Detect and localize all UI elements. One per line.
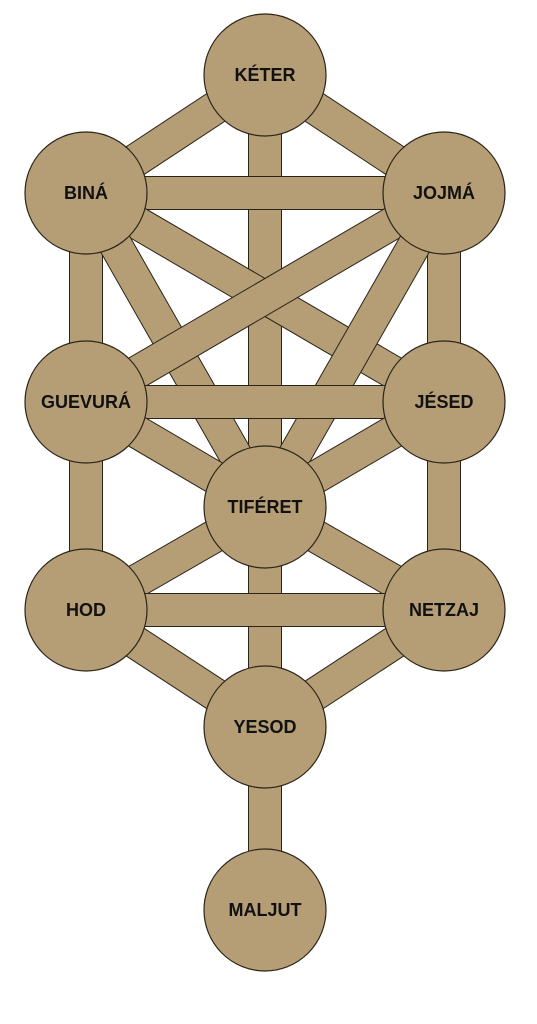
sefira-yesod: YESOD [203, 665, 327, 789]
guevura-circle [24, 340, 148, 464]
hod-circle [24, 548, 148, 672]
yesod-circle [203, 665, 327, 789]
keter-circle [203, 13, 327, 137]
sefira-hod: HOD [24, 548, 148, 672]
keter-label: KÉTER [234, 64, 295, 85]
sefira-jesed: JÉSED [382, 340, 506, 464]
sefira-tiferet: TIFÉRET [203, 445, 327, 569]
bina-circle [24, 131, 148, 255]
sefira-jojma: JOJMÁ [382, 131, 506, 255]
sefira-keter: KÉTER [203, 13, 327, 137]
guevura-label: GUEVURÁ [41, 391, 131, 412]
netzaj-circle [382, 548, 506, 672]
hod-label: HOD [66, 600, 106, 620]
sefira-bina: BINÁ [24, 131, 148, 255]
maljut-label: MALJUT [229, 900, 302, 920]
sefirot-layer: KÉTER BINÁ JOJMÁ GUEVURÁ JÉSED TIFÉRET H… [24, 13, 506, 972]
jesed-label: JÉSED [414, 391, 473, 412]
jojma-label: JOJMÁ [413, 182, 475, 203]
sefira-netzaj: NETZAJ [382, 548, 506, 672]
netzaj-label: NETZAJ [409, 600, 479, 620]
bina-label: BINÁ [64, 182, 108, 203]
yesod-label: YESOD [233, 717, 296, 737]
maljut-circle [203, 848, 327, 972]
jesed-circle [382, 340, 506, 464]
sefira-maljut: MALJUT [203, 848, 327, 972]
jojma-circle [382, 131, 506, 255]
tiferet-circle [203, 445, 327, 569]
tiferet-label: TIFÉRET [228, 496, 303, 517]
sefira-guevura: GUEVURÁ [24, 340, 148, 464]
